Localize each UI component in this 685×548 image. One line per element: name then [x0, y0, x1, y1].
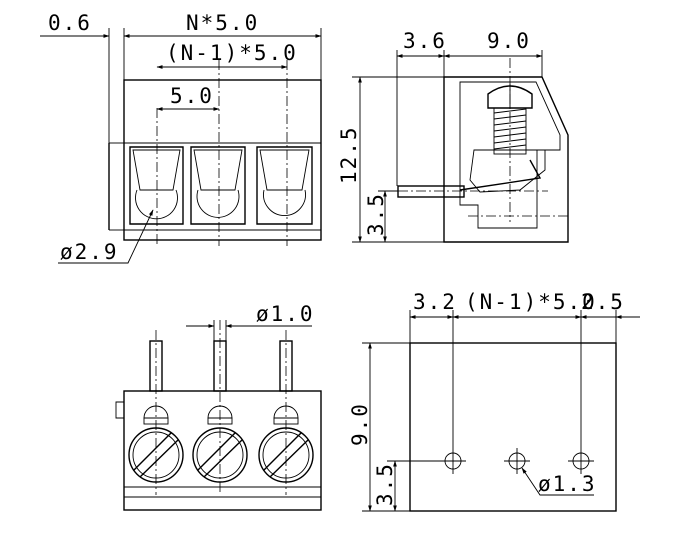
- dim-span-pcb: (N-1)*5.0: [465, 290, 597, 314]
- dim-left: 3.2: [413, 290, 457, 314]
- pcb-hole-1: [440, 448, 466, 474]
- pcb-layout-view: 3.2 (N-1)*5.0 2.5 9.0 3.5 ø1.3: [348, 290, 640, 512]
- dim-right: 2.5: [581, 290, 625, 314]
- dim-depth: 9.0: [487, 29, 531, 53]
- screw-access-1: [143, 405, 169, 425]
- dim-row: 3.5: [373, 462, 397, 506]
- wire-entry-3: [256, 146, 313, 225]
- footprint-outline: [409, 342, 617, 512]
- screw-head-2: [192, 427, 248, 483]
- dim-span: (N-1)*5.0: [166, 41, 298, 65]
- dim-hole-dia: ø2.9: [60, 240, 119, 264]
- dim-pin-dia: ø1.0: [256, 302, 315, 326]
- pcb-hole-2: [504, 448, 530, 474]
- dim-pin-height: 3.5: [364, 192, 388, 236]
- front-view-bottom: ø1.0: [115, 302, 322, 511]
- front-view-top: 0.6 N*5.0 (N-1)*5.0 5.0 ø2.9: [40, 11, 322, 264]
- housing-outline: [123, 79, 322, 241]
- housing-front: [123, 390, 322, 511]
- dim-pin-offset: 0.6: [48, 11, 92, 35]
- dim-hole-dia-pcb: ø1.3: [538, 472, 597, 496]
- dim-front: 3.6: [403, 29, 447, 53]
- pin-side: [397, 185, 465, 198]
- housing-section: [443, 76, 569, 243]
- wire-entry-1: [129, 146, 184, 225]
- wire-clamp: [469, 149, 546, 193]
- screw-head-3: [258, 427, 314, 483]
- dim-pitch: 5.0: [170, 84, 214, 108]
- pcb-hole-3: [568, 448, 594, 474]
- screw-access-3: [273, 405, 299, 425]
- side-section-view: 3.6 9.0 12.5 3.5: [337, 29, 569, 243]
- dim-total-width: N*5.0: [186, 11, 259, 35]
- dim-depth-pcb: 9.0: [348, 402, 372, 446]
- screw-head-1: [128, 427, 184, 483]
- wire-entry-2: [190, 146, 246, 225]
- screw-access-2: [207, 405, 233, 425]
- dim-height: 12.5: [337, 125, 361, 184]
